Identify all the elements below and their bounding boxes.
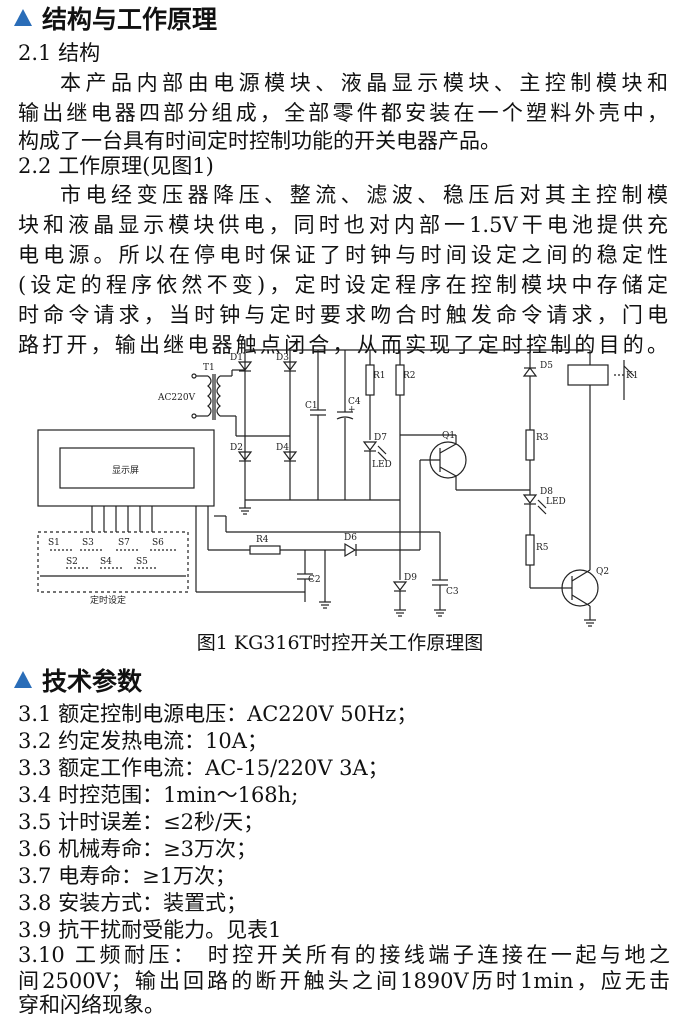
- section-title: 技术参数: [42, 667, 143, 696]
- param-item: 3.5 计时误差：≤2秒/天；: [18, 810, 265, 834]
- subheading-2-1: 2.1 结构: [18, 41, 101, 65]
- label-s4: S4: [100, 557, 112, 567]
- triangle-bullet-icon: [14, 9, 32, 26]
- label-d4: D4: [276, 443, 289, 453]
- label-k1: K1: [626, 371, 638, 381]
- label-s5: S5: [136, 557, 148, 567]
- label-d3: D3: [276, 353, 289, 363]
- label-s2: S2: [66, 557, 78, 567]
- label-r3: R3: [536, 433, 549, 443]
- label-plus: +: [348, 405, 356, 415]
- section-heading-structure: 结构与工作原理: [14, 4, 217, 36]
- label-d7: D7: [374, 433, 387, 443]
- paragraph-line: (设定的程序依然不变)，定时设定程序在控制模块中存储定: [18, 273, 668, 297]
- label-c1: C1: [305, 401, 318, 411]
- param-item-3-10-line: 间2500V；输出回路的断开触头之间1890V历时1min，应无击: [18, 969, 670, 993]
- paragraph-line: 输出继电器四部分组成，全部零件都安装在一个塑料外壳中，: [18, 101, 668, 125]
- label-d5: D5: [540, 361, 553, 371]
- section-heading-tech-params: 技术参数: [14, 666, 142, 698]
- paragraph-line: 电电源。所以在停电时保证了时钟与时间设定之间的稳定性: [18, 243, 668, 267]
- triangle-bullet-icon: [14, 671, 32, 688]
- param-item-3-10-line: 穿和闪络现象。: [18, 993, 165, 1017]
- param-item: 3.6 机械寿命：≥3万次；: [18, 837, 258, 861]
- param-item-3-10-line: 3.10 工频耐压： 时控开关所有的接线端子连接在一起与地之: [18, 943, 670, 967]
- label-d9: D9: [404, 573, 417, 583]
- label-r4: R4: [256, 535, 269, 545]
- label-s3: S3: [82, 538, 94, 548]
- label-d2: D2: [230, 443, 243, 453]
- param-item: 3.2 约定发热电流：10A；: [18, 729, 268, 753]
- label-d1: D1: [230, 353, 243, 363]
- label-r5: R5: [536, 543, 549, 553]
- label-ac220v: AC220V: [157, 393, 196, 403]
- paragraph-line: 路打开，输出继电器触点闭合，从而实现了定时控制的目的。: [18, 333, 668, 357]
- param-item: 3.4 时控范围：1min～168h;: [18, 783, 299, 807]
- label-r1: R1: [373, 371, 386, 381]
- label-s7: S7: [118, 538, 130, 548]
- figure-caption: 图1 KG316T时控开关工作原理图: [196, 632, 484, 654]
- label-display-screen: 显示屏: [112, 465, 139, 476]
- label-r2: R2: [403, 371, 416, 381]
- param-item: 3.1 额定控制电源电压：AC220V 50Hz；: [18, 702, 418, 726]
- paragraph-line: 构成了一台具有时间定时控制功能的开关电器产品。: [18, 129, 501, 153]
- label-c2: C2: [308, 575, 321, 585]
- label-q2: Q2: [596, 567, 609, 577]
- label-led-d7: LED: [372, 460, 392, 470]
- label-s1: S1: [48, 538, 60, 548]
- label-s6: S6: [152, 538, 164, 548]
- circuit-diagram: D1 D2 D3 D4 T1 AC220V C1 C4 + R1 R2 D7 L…: [37, 349, 638, 627]
- paragraph-line: 市电经变压器降压、整流、滤波、稳压后对其主控制模: [60, 183, 668, 207]
- param-item: 3.3 额定工作电流：AC-15/220V 3A；: [18, 756, 389, 780]
- paragraph-line: 本产品内部由电源模块、液晶显示模块、主控制模块和: [60, 71, 668, 95]
- label-d8: D8: [540, 487, 553, 497]
- label-q1: Q1: [442, 431, 455, 441]
- label-timer-setting: 定时设定: [90, 594, 126, 606]
- label-c3: C3: [446, 587, 459, 597]
- label-led-d8: LED: [546, 497, 566, 507]
- param-item: 3.9 抗干扰耐受能力。见表1: [18, 918, 282, 942]
- label-t1: T1: [203, 363, 215, 373]
- paragraph-line: 块和液晶显示模块供电，同时也对内部一1.5V干电池提供充: [18, 213, 668, 237]
- label-c4: C4: [348, 397, 361, 407]
- paragraph-line: 时命令请求，当时钟与定时要求吻合时触发命令请求，门电: [18, 303, 668, 327]
- section-title: 结构与工作原理: [42, 5, 218, 34]
- label-d6: D6: [344, 533, 357, 543]
- subheading-2-2: 2.2 工作原理(见图1): [18, 154, 214, 178]
- param-item: 3.7 电寿命：≥1万次；: [18, 864, 237, 888]
- param-item: 3.8 安装方式：装置式；: [18, 891, 248, 915]
